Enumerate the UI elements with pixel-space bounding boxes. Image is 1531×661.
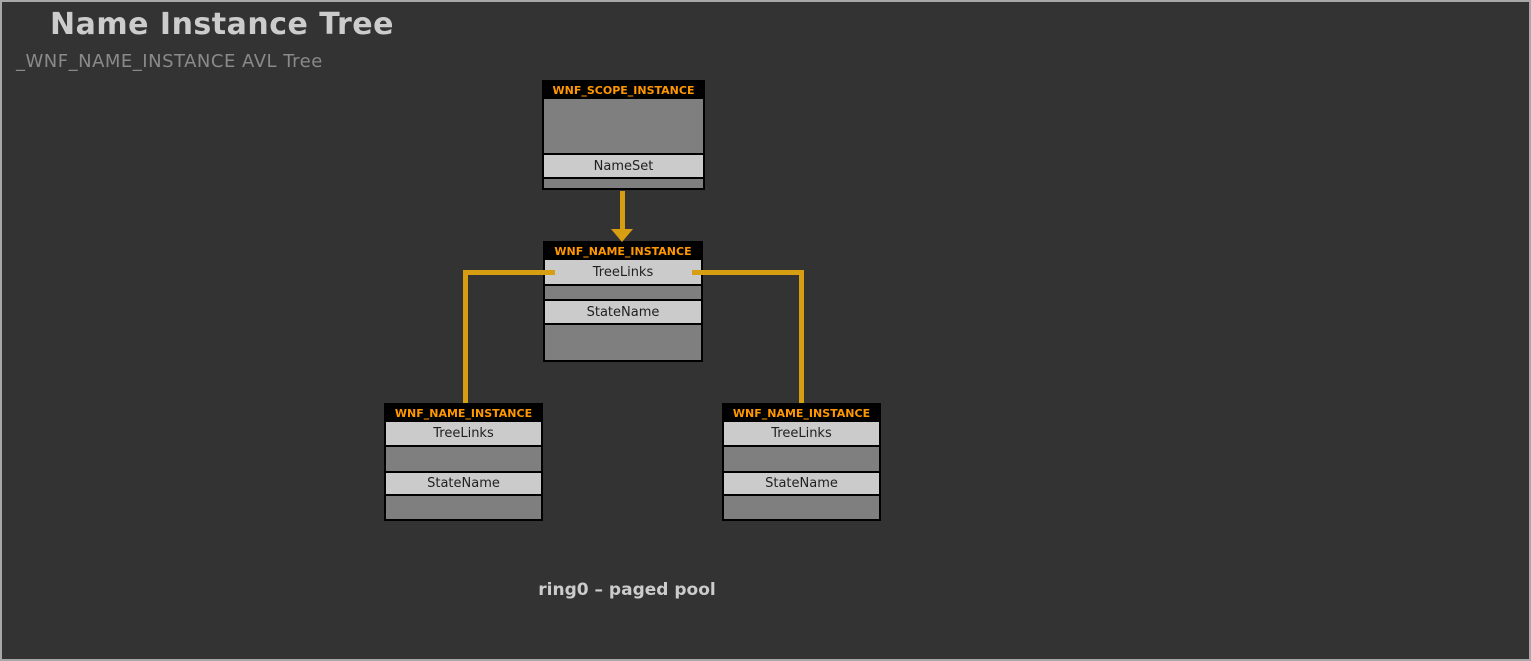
struct-box-wnf-name-instance-root: WNF_NAME_INSTANCE TreeLinks StateName [543, 241, 703, 362]
struct-box-wnf-name-instance-right: WNF_NAME_INSTANCE TreeLinks StateName [722, 403, 881, 521]
field-row-empty [545, 325, 701, 360]
edge-scope-to-root-line [620, 191, 625, 230]
field-row-nameset: NameSet [544, 153, 703, 179]
struct-title: WNF_NAME_INSTANCE [724, 405, 879, 422]
field-row-treelinks: TreeLinks [545, 260, 701, 286]
struct-title: WNF_NAME_INSTANCE [386, 405, 541, 422]
edge-root-to-right-child-vertical [799, 270, 804, 403]
edge-root-to-right-child-horizontal [692, 270, 804, 275]
field-row-statename: StateName [386, 471, 541, 496]
field-row-empty [724, 447, 879, 471]
field-row-statename: StateName [545, 299, 701, 325]
field-row-empty [545, 286, 701, 299]
page-subtitle: _WNF_NAME_INSTANCE AVL Tree [16, 51, 323, 72]
page-title: Name Instance Tree [50, 7, 394, 42]
arrow-down-icon [611, 229, 633, 242]
field-row-empty [544, 179, 703, 188]
footer-label: ring0 – paged pool [538, 580, 716, 600]
edge-root-to-left-child-horizontal [463, 270, 555, 275]
struct-title: WNF_NAME_INSTANCE [545, 243, 701, 260]
struct-box-wnf-name-instance-left: WNF_NAME_INSTANCE TreeLinks StateName [384, 403, 543, 521]
struct-title: WNF_SCOPE_INSTANCE [544, 82, 703, 99]
field-row-treelinks: TreeLinks [386, 422, 541, 447]
field-row-empty [386, 496, 541, 519]
field-row-empty [724, 496, 879, 519]
edge-root-to-left-child-vertical [463, 270, 468, 403]
struct-box-wnf-scope-instance: WNF_SCOPE_INSTANCE NameSet [542, 80, 705, 190]
field-row-empty [544, 99, 703, 153]
field-row-statename: StateName [724, 471, 879, 496]
field-row-treelinks: TreeLinks [724, 422, 879, 447]
field-row-empty [386, 447, 541, 471]
